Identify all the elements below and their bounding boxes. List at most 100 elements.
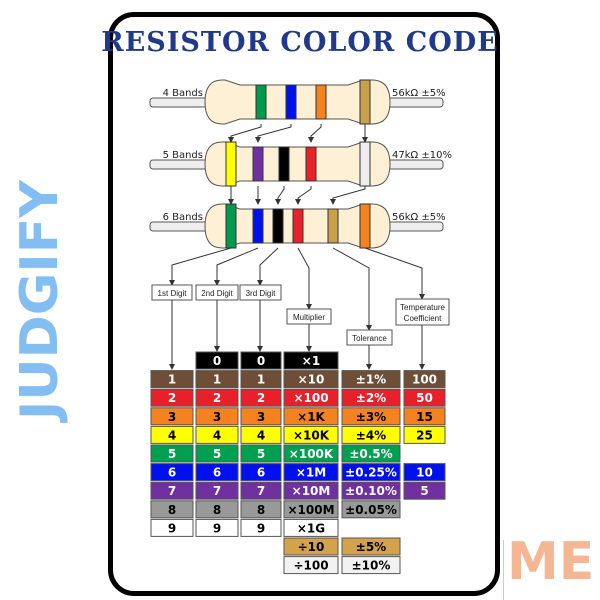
label-arrow <box>332 247 372 331</box>
table-cell <box>150 463 194 482</box>
label-temperature-coefficient: Temperature <box>400 303 445 312</box>
resistor-value: 47kΩ ±10% <box>392 150 452 161</box>
label-arrow <box>364 247 425 300</box>
table-cell <box>403 388 446 407</box>
table-cell <box>150 518 194 537</box>
table-cell-value: 1 <box>257 373 265 387</box>
table-cell <box>150 444 194 463</box>
resistor-band <box>225 141 237 187</box>
resistor-band <box>272 208 284 244</box>
table-cell <box>195 425 239 444</box>
resistor-value: 56kΩ ±5% <box>392 88 446 99</box>
table-cell-value: ±4% <box>356 428 386 442</box>
table-cell <box>403 370 446 389</box>
table-row: 8 8 8 ×100M ±0.05% <box>150 500 401 519</box>
table-cell <box>341 370 401 389</box>
table-cell <box>150 388 194 407</box>
resistor-band <box>252 208 264 244</box>
table-cell-value: 3 <box>257 410 265 424</box>
table-cell-value: ÷100 <box>293 559 328 573</box>
table-cell <box>195 407 239 426</box>
table-cell <box>283 425 339 444</box>
table-cell <box>341 537 401 556</box>
table-cell <box>240 444 282 463</box>
table-cell <box>341 481 401 500</box>
label-3rd-digit: 3rd Digit <box>246 289 277 298</box>
resistor-band <box>327 208 339 244</box>
table-cell <box>283 556 339 575</box>
resistor-band <box>278 146 290 182</box>
table-cell-value: ±2% <box>356 391 386 405</box>
table-cell-value: ×1M <box>296 466 326 480</box>
label-temperature-coefficient: Coefficient <box>404 314 442 323</box>
table-cell-value: 2 <box>213 391 221 405</box>
table-cell-value: 2 <box>257 391 265 405</box>
table-cell <box>341 407 401 426</box>
table-cell <box>341 556 401 575</box>
table-cell-value: 2 <box>168 391 176 405</box>
resistor-label: 4 Bands <box>163 88 203 99</box>
resistor-band <box>315 84 327 120</box>
resistor-band <box>359 79 371 125</box>
table-cell <box>283 370 339 389</box>
table-cell-value: 4 <box>213 428 221 442</box>
table-cell <box>150 500 194 519</box>
label-arrow <box>169 247 232 286</box>
table-cell-value: ±0.05% <box>345 503 397 517</box>
label-1st-digit: 1st Digit <box>158 289 188 298</box>
table-cell-value: 5 <box>420 484 428 498</box>
table-cell-value: ÷10 <box>298 540 325 554</box>
table-cell <box>341 388 401 407</box>
label-temperature-coefficient-box <box>395 298 450 326</box>
table-cell-value: 6 <box>213 466 221 480</box>
table-cell-value: 7 <box>213 484 221 498</box>
resistor-band <box>285 84 297 120</box>
table-cell-value: 6 <box>168 466 176 480</box>
table-cell-value: 100 <box>412 373 437 387</box>
table-cell-value: ×1K <box>297 410 325 424</box>
resistor-band <box>255 84 267 120</box>
table-cell-value: 8 <box>168 503 176 517</box>
table-cell-value: 1 <box>168 373 176 387</box>
table-cell <box>240 370 282 389</box>
table-cell-value: 4 <box>168 428 176 442</box>
table-cell-value: 5 <box>213 447 221 461</box>
table-cell-value: 3 <box>213 410 221 424</box>
label-tolerance: Tolerance <box>352 334 387 343</box>
table-cell-value: 9 <box>168 521 176 535</box>
table-cell <box>150 370 194 389</box>
table-cell <box>195 351 239 370</box>
table-cell <box>240 500 282 519</box>
table-cell <box>150 481 194 500</box>
table-cell-value: 10 <box>416 466 433 480</box>
table-cell <box>283 407 339 426</box>
chart-card <box>108 12 500 596</box>
table-cell-value: 7 <box>168 484 176 498</box>
table-cell-value: 6 <box>257 466 265 480</box>
table-cell <box>283 500 339 519</box>
table-cell-value: 7 <box>257 484 265 498</box>
resistor-band <box>359 203 371 249</box>
resistor-label: 6 Bands <box>163 212 203 223</box>
table-cell-value: 25 <box>416 428 433 442</box>
table-cell-value: ×10K <box>293 428 330 442</box>
table-cell-value: 3 <box>168 410 176 424</box>
table-cell-value: ×10M <box>292 484 331 498</box>
table-cell-value: 0 <box>213 354 221 368</box>
table-cell <box>341 425 401 444</box>
label-arrow <box>297 247 312 310</box>
table-cell-value: 8 <box>213 503 221 517</box>
table-cell-value: ×100M <box>287 503 334 517</box>
table-cell <box>240 518 282 537</box>
table-cell-value: ×100 <box>293 391 328 405</box>
table-cell-value: ±0.5% <box>349 447 392 461</box>
table-cell-value: 8 <box>257 503 265 517</box>
band-arrow <box>275 186 285 205</box>
table-cell-value: ±10% <box>352 559 391 573</box>
table-cell-value: ±1% <box>356 373 386 387</box>
divider <box>503 540 504 600</box>
